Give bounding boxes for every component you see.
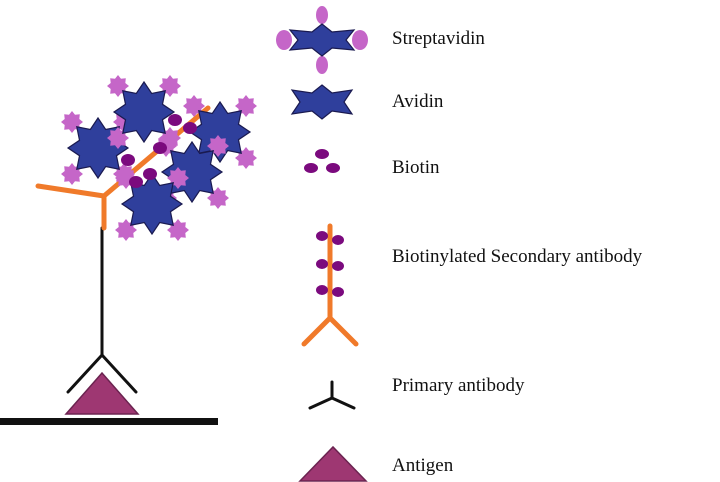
surface-bar <box>0 418 218 425</box>
legend-label-streptavidin: Streptavidin <box>392 28 485 49</box>
avidin-icon <box>290 84 354 120</box>
antigen-icon <box>298 445 368 482</box>
biotin-icon <box>304 149 340 173</box>
streptavidin-complex <box>61 75 257 241</box>
legend-label-secondary-antibody: Biotinylated Secondary antibody <box>392 246 643 267</box>
primary-antibody-shape <box>66 226 138 394</box>
primary-antibody-icon <box>308 380 356 410</box>
assay-assembly <box>0 75 257 425</box>
legend-label-biotin: Biotin <box>392 157 440 178</box>
biotin-dots-assembly <box>121 114 197 188</box>
secondary-antibody-icon <box>301 223 359 347</box>
legend-label-primary-antibody: Primary antibody <box>392 375 525 396</box>
legend-label-avidin: Avidin <box>392 91 444 112</box>
legend-label-antigen: Antigen <box>392 455 454 476</box>
streptavidin-icon <box>276 6 368 74</box>
antigen-shape <box>64 371 140 415</box>
